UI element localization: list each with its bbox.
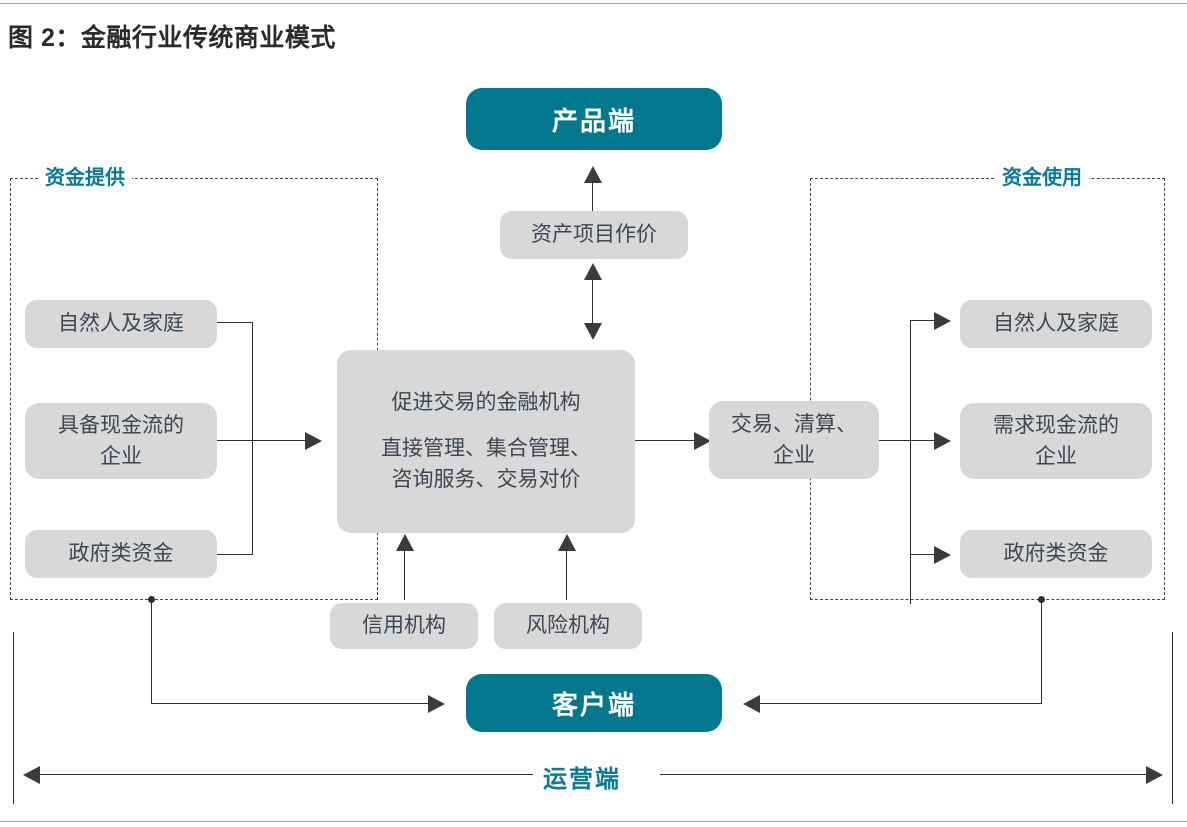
connector-left-individuals-stub — [217, 322, 253, 324]
connector-right-fan-vertical — [910, 320, 912, 604]
node-risk-agency-label: 风险机构 — [526, 614, 610, 638]
bottom-divider-rule — [0, 821, 1187, 822]
connector-right-individuals-stub — [910, 320, 938, 322]
arrowhead-risk-to-center — [558, 534, 576, 551]
node-financial-institution-line3: 咨询服务、交易对价 — [391, 468, 581, 492]
node-asset-pricing-label: 资产项目作价 — [531, 223, 657, 247]
arrowhead-right-government — [934, 546, 951, 564]
node-product-end[interactable]: 产品端 — [466, 88, 722, 150]
right-item-individuals-label: 自然人及家庭 — [993, 312, 1119, 336]
node-clearing-enterprise-line2: 企业 — [773, 444, 815, 467]
right-item-cashflow-demand-enterprise-line1: 需求现金流的 — [993, 413, 1119, 437]
connector-ops-left-vertical — [13, 632, 15, 804]
connector-left-to-client — [151, 703, 441, 705]
left-item-cashflow-enterprise-line1: 具备现金流的 — [58, 413, 184, 437]
right-item-government-funds[interactable]: 政府类资金 — [960, 530, 1152, 578]
connector-credit-to-center — [404, 548, 406, 600]
arrowhead-asset-to-center — [584, 323, 602, 340]
connector-clearing-stub — [879, 440, 911, 442]
connector-ops-right-vertical — [1172, 632, 1174, 804]
top-divider-rule — [0, 3, 1187, 4]
connector-left-to-center — [217, 440, 309, 442]
left-item-individuals-label: 自然人及家庭 — [58, 312, 184, 336]
node-financial-institution[interactable]: 促进交易的金融机构 直接管理、集合管理、 咨询服务、交易对价 — [337, 350, 635, 533]
connector-ops-right-horizontal — [660, 774, 1160, 776]
connector-asset-center-double — [592, 278, 594, 326]
left-item-government-funds[interactable]: 政府类资金 — [25, 530, 217, 578]
arrowhead-center-to-asset — [584, 263, 602, 280]
connector-right-cashflow-stub — [910, 440, 938, 442]
arrowhead-asset-to-product — [584, 166, 602, 183]
right-item-cashflow-demand-enterprise-line2: 企业 — [1035, 445, 1077, 468]
label-operations-end: 运营端 — [533, 759, 631, 794]
node-product-end-label: 产品端 — [551, 105, 636, 136]
arrowhead-right-to-client — [743, 695, 760, 713]
right-item-government-funds-label: 政府类资金 — [1003, 542, 1109, 566]
node-financial-institution-line1: 促进交易的金融机构 — [391, 391, 581, 415]
arrowhead-ops-left — [23, 766, 40, 784]
node-client-end-label: 客户端 — [551, 689, 636, 720]
arrowhead-center-to-clearing — [694, 432, 711, 450]
right-item-cashflow-demand-enterprise[interactable]: 需求现金流的 企业 — [960, 403, 1152, 479]
connector-left-government-stub — [217, 554, 253, 556]
left-item-cashflow-enterprise-line2: 企业 — [100, 445, 142, 468]
figure-title: 图 2：金融行业传统商业模式 — [8, 24, 336, 52]
left-item-government-funds-label: 政府类资金 — [68, 542, 174, 566]
connector-right-group-down — [1041, 599, 1043, 704]
node-clearing-enterprise[interactable]: 交易、清算、 企业 — [709, 401, 879, 479]
arrowhead-ops-right — [1146, 766, 1163, 784]
node-risk-agency[interactable]: 风险机构 — [494, 603, 642, 649]
arrowhead-credit-to-center — [396, 534, 414, 551]
group-label-funding-source: 资金提供 — [38, 168, 132, 188]
node-financial-institution-line2: 直接管理、集合管理、 — [381, 436, 591, 460]
connector-right-government-stub — [910, 554, 938, 556]
group-label-funding-use: 资金使用 — [995, 168, 1089, 188]
connector-asset-to-product — [592, 178, 594, 218]
left-item-individuals[interactable]: 自然人及家庭 — [25, 300, 217, 348]
node-client-end[interactable]: 客户端 — [466, 674, 722, 732]
connector-left-group-down — [151, 599, 153, 704]
node-credit-agency-label: 信用机构 — [362, 614, 446, 638]
node-asset-pricing[interactable]: 资产项目作价 — [500, 211, 688, 259]
left-item-cashflow-enterprise[interactable]: 具备现金流的 企业 — [25, 403, 217, 479]
group-box-funding-use — [810, 178, 1165, 600]
connector-right-to-client — [760, 703, 1042, 705]
node-clearing-enterprise-line1: 交易、清算、 — [731, 412, 857, 436]
arrowhead-right-cashflow — [934, 432, 951, 450]
connector-center-to-clearing — [635, 440, 707, 442]
right-item-individuals[interactable]: 自然人及家庭 — [960, 300, 1152, 348]
arrowhead-left-to-center — [305, 432, 322, 450]
arrowhead-right-individuals — [934, 312, 951, 330]
arrowhead-left-to-client — [428, 695, 445, 713]
node-credit-agency[interactable]: 信用机构 — [330, 603, 478, 649]
connector-risk-to-center — [566, 548, 568, 600]
connector-ops-left-horizontal — [40, 774, 585, 776]
connector-left-merge-vertical — [252, 322, 254, 555]
